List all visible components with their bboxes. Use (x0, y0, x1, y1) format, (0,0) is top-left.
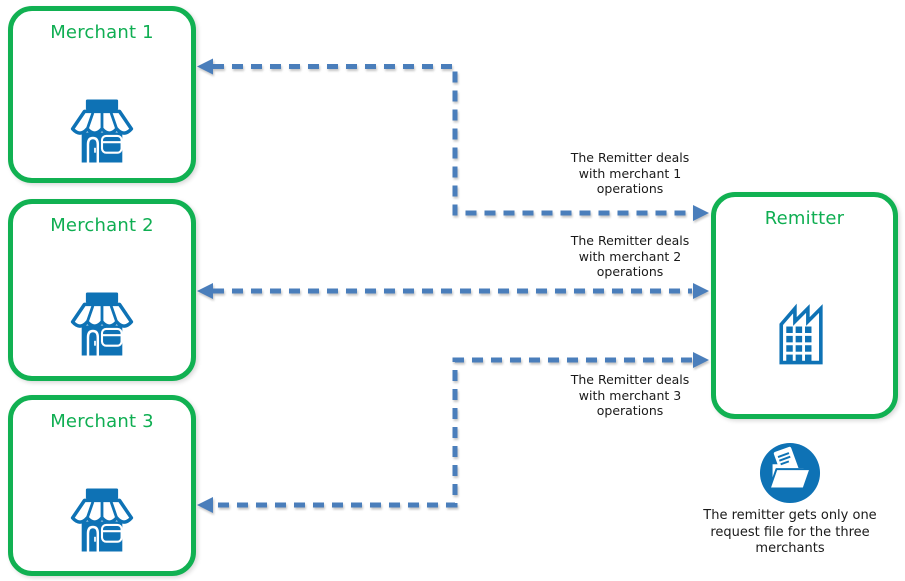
connector-merchant2-remitter (197, 283, 709, 299)
storefront-icon (13, 96, 191, 166)
arrow3-label: The Remitter deals with merchant 3 opera… (564, 372, 696, 419)
arrow1-label-line3: operations (596, 181, 664, 196)
note-text: The remitter gets only one request file … (694, 508, 886, 558)
merchant3-node: Merchant 3 (8, 395, 196, 576)
merchant3-title: Merchant 3 (50, 411, 154, 432)
arrow3-label-line2: with merchant 3 (578, 387, 682, 403)
remitter-title: Remitter (764, 208, 845, 229)
storefront-icon (13, 289, 191, 359)
arrow2-label-line3: operations (596, 264, 664, 279)
arrow1-label-line1: The Remitter deals (570, 150, 690, 165)
arrow3-label-line1: The Remitter deals (570, 372, 690, 387)
arrow1-label: The Remitter deals with merchant 1 opera… (564, 150, 696, 197)
note-line1: The remitter gets only one (703, 508, 877, 523)
arrow1-label-line2: with merchant 1 (578, 165, 682, 181)
note-line2: request file for the three (710, 524, 870, 540)
factory-icon (716, 294, 893, 372)
note-line3: merchants (755, 541, 825, 556)
merchant1-node: Merchant 1 (8, 6, 196, 183)
merchant2-node: Merchant 2 (8, 199, 196, 381)
open-folder-icon (759, 442, 821, 508)
storefront-icon (13, 485, 191, 555)
connector-merchant3-remitter (197, 352, 709, 513)
connector-merchant1-remitter (197, 58, 709, 221)
remitter-node: Remitter (711, 192, 898, 419)
merchant2-title: Merchant 2 (50, 215, 154, 236)
arrow2-label: The Remitter deals with merchant 2 opera… (564, 233, 696, 280)
arrow2-label-line1: The Remitter deals (570, 233, 690, 248)
merchant1-title: Merchant 1 (50, 22, 154, 43)
arrow2-label-line2: with merchant 2 (578, 248, 682, 264)
arrow3-label-line3: operations (596, 403, 664, 418)
